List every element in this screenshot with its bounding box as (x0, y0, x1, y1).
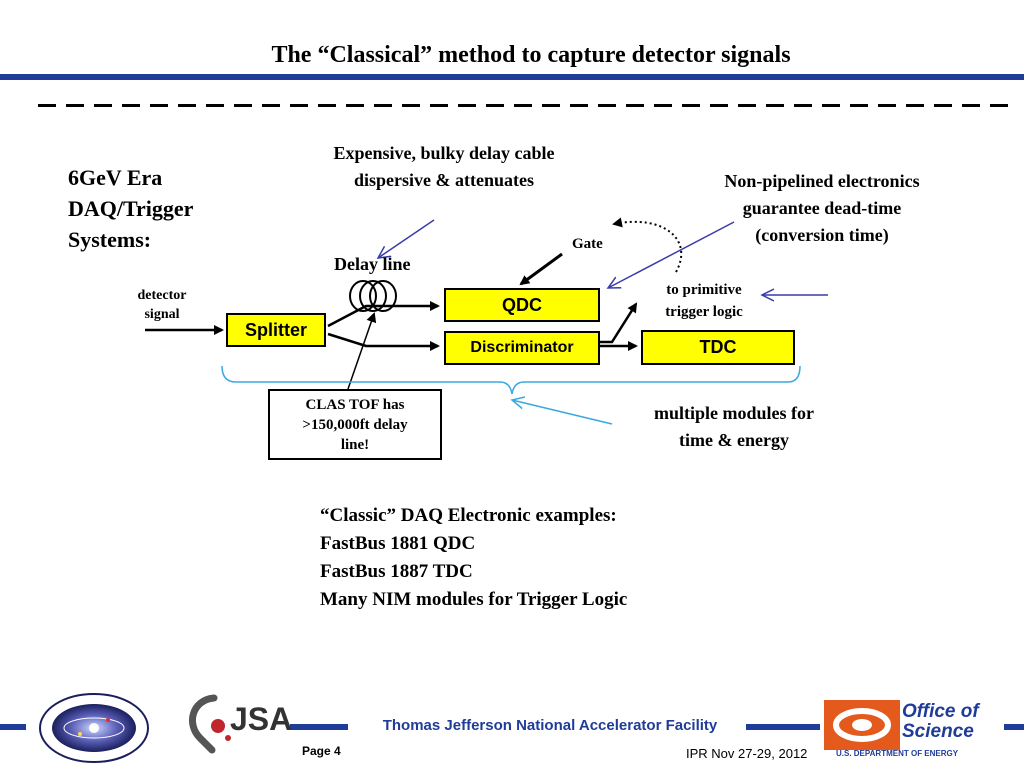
tdc-module: TDC (641, 330, 795, 365)
office-of-science-emblem (824, 700, 900, 750)
era-line-2: DAQ/Trigger (68, 196, 194, 221)
primitive-trigger-line-2: trigger logic (665, 304, 743, 320)
nonpipelined-note-line-3: (conversion time) (755, 225, 889, 245)
multiple-modules-note: multiple modules for time & energy (614, 400, 854, 454)
clas-tof-pointer (347, 312, 377, 390)
nonpipelined-note-line-1: Non-pipelined electronics (724, 171, 920, 191)
delay-cable-note-line-1: Expensive, bulky delay cable (333, 143, 555, 163)
splitter-to-discriminator-arrow (327, 332, 440, 351)
multiple-modules-line-1: multiple modules for (654, 403, 814, 423)
detector-signal-line-2: signal (144, 307, 180, 322)
qdc-module: QDC (444, 288, 600, 322)
delay-line-coil-icon (349, 280, 397, 312)
clas-tof-line-3: line! (340, 437, 370, 453)
splitter-to-qdc-arrow (327, 301, 440, 328)
discriminator-to-trigger-arrow (598, 302, 638, 344)
footer-bar-end (1004, 724, 1024, 730)
nonpipelined-note-line-2: guarantee dead-time (742, 198, 902, 218)
office-of-science-text: Office of Science (902, 702, 979, 742)
delay-line-label: Delay line (334, 254, 411, 274)
slide-title: The “Classical” method to capture detect… (271, 42, 791, 68)
gate-arrow (519, 252, 563, 286)
title-underline-bar (0, 74, 1024, 80)
office-of-science-line-1: Office of (902, 701, 979, 722)
detector-signal-line-1: detector (137, 288, 187, 303)
multiple-modules-line-2: time & energy (679, 430, 789, 450)
examples-heading: “Classic” DAQ Electronic examples: (320, 505, 617, 526)
jsa-logo-text: JSA (230, 701, 292, 737)
jsa-logo: JSA (189, 694, 292, 754)
footer-bar-left (0, 724, 26, 730)
clas-tof-line-2: >150,000ft delay (302, 417, 408, 433)
example-item: FastBus 1887 TDC (320, 561, 473, 582)
detector-signal-label: detector signal (118, 286, 206, 324)
era-line-3: Systems: (68, 227, 152, 252)
office-of-science-line-2: Science (902, 721, 974, 742)
doe-text: U.S. DEPARTMENT OF ENERGY (836, 749, 959, 758)
footer-lab-name: Thomas Jefferson National Accelerator Fa… (382, 717, 718, 734)
nonpipelined-note: Non-pipelined electronics guarantee dead… (680, 168, 964, 249)
clas-tof-callout: CLAS TOF has >150,000ft delay line! (268, 389, 442, 460)
era-label: 6GeV Era DAQ/Trigger Systems: (68, 162, 193, 255)
modules-brace (221, 365, 801, 395)
clas-tof-line-1: CLAS TOF has (305, 397, 405, 413)
delay-cable-note: Expensive, bulky delay cable dispersive … (292, 140, 596, 194)
footer-page-number: Page 4 (302, 744, 341, 758)
examples-list: “Classic” DAQ Electronic examples: FastB… (320, 502, 627, 614)
gate-label: Gate (572, 236, 603, 252)
delay-cable-note-line-2: dispersive & attenuates (354, 170, 534, 190)
primitive-trigger-line-1: to primitive (666, 282, 742, 298)
nuclear-physics-logo (39, 693, 149, 763)
era-line-1: 6GeV Era (68, 165, 163, 190)
gate-feedback-dotted-arc (612, 217, 683, 273)
example-item: Many NIM modules for Trigger Logic (320, 589, 628, 610)
primitive-trigger-label: to primitive trigger logic (644, 279, 764, 323)
splitter-module: Splitter (226, 313, 326, 347)
delay-cable-annotation-arrow (378, 219, 435, 258)
footer-bar-mid (290, 724, 348, 730)
footer-bar-right (746, 724, 820, 730)
example-item: FastBus 1881 QDC (320, 533, 476, 554)
footer-event: IPR Nov 27-29, 2012 (686, 746, 808, 761)
dashed-divider (38, 104, 1018, 107)
nonpipelined-annotation-arrow (608, 221, 735, 288)
multiple-modules-annotation-arrow (512, 400, 613, 425)
discriminator-module: Discriminator (444, 331, 600, 365)
